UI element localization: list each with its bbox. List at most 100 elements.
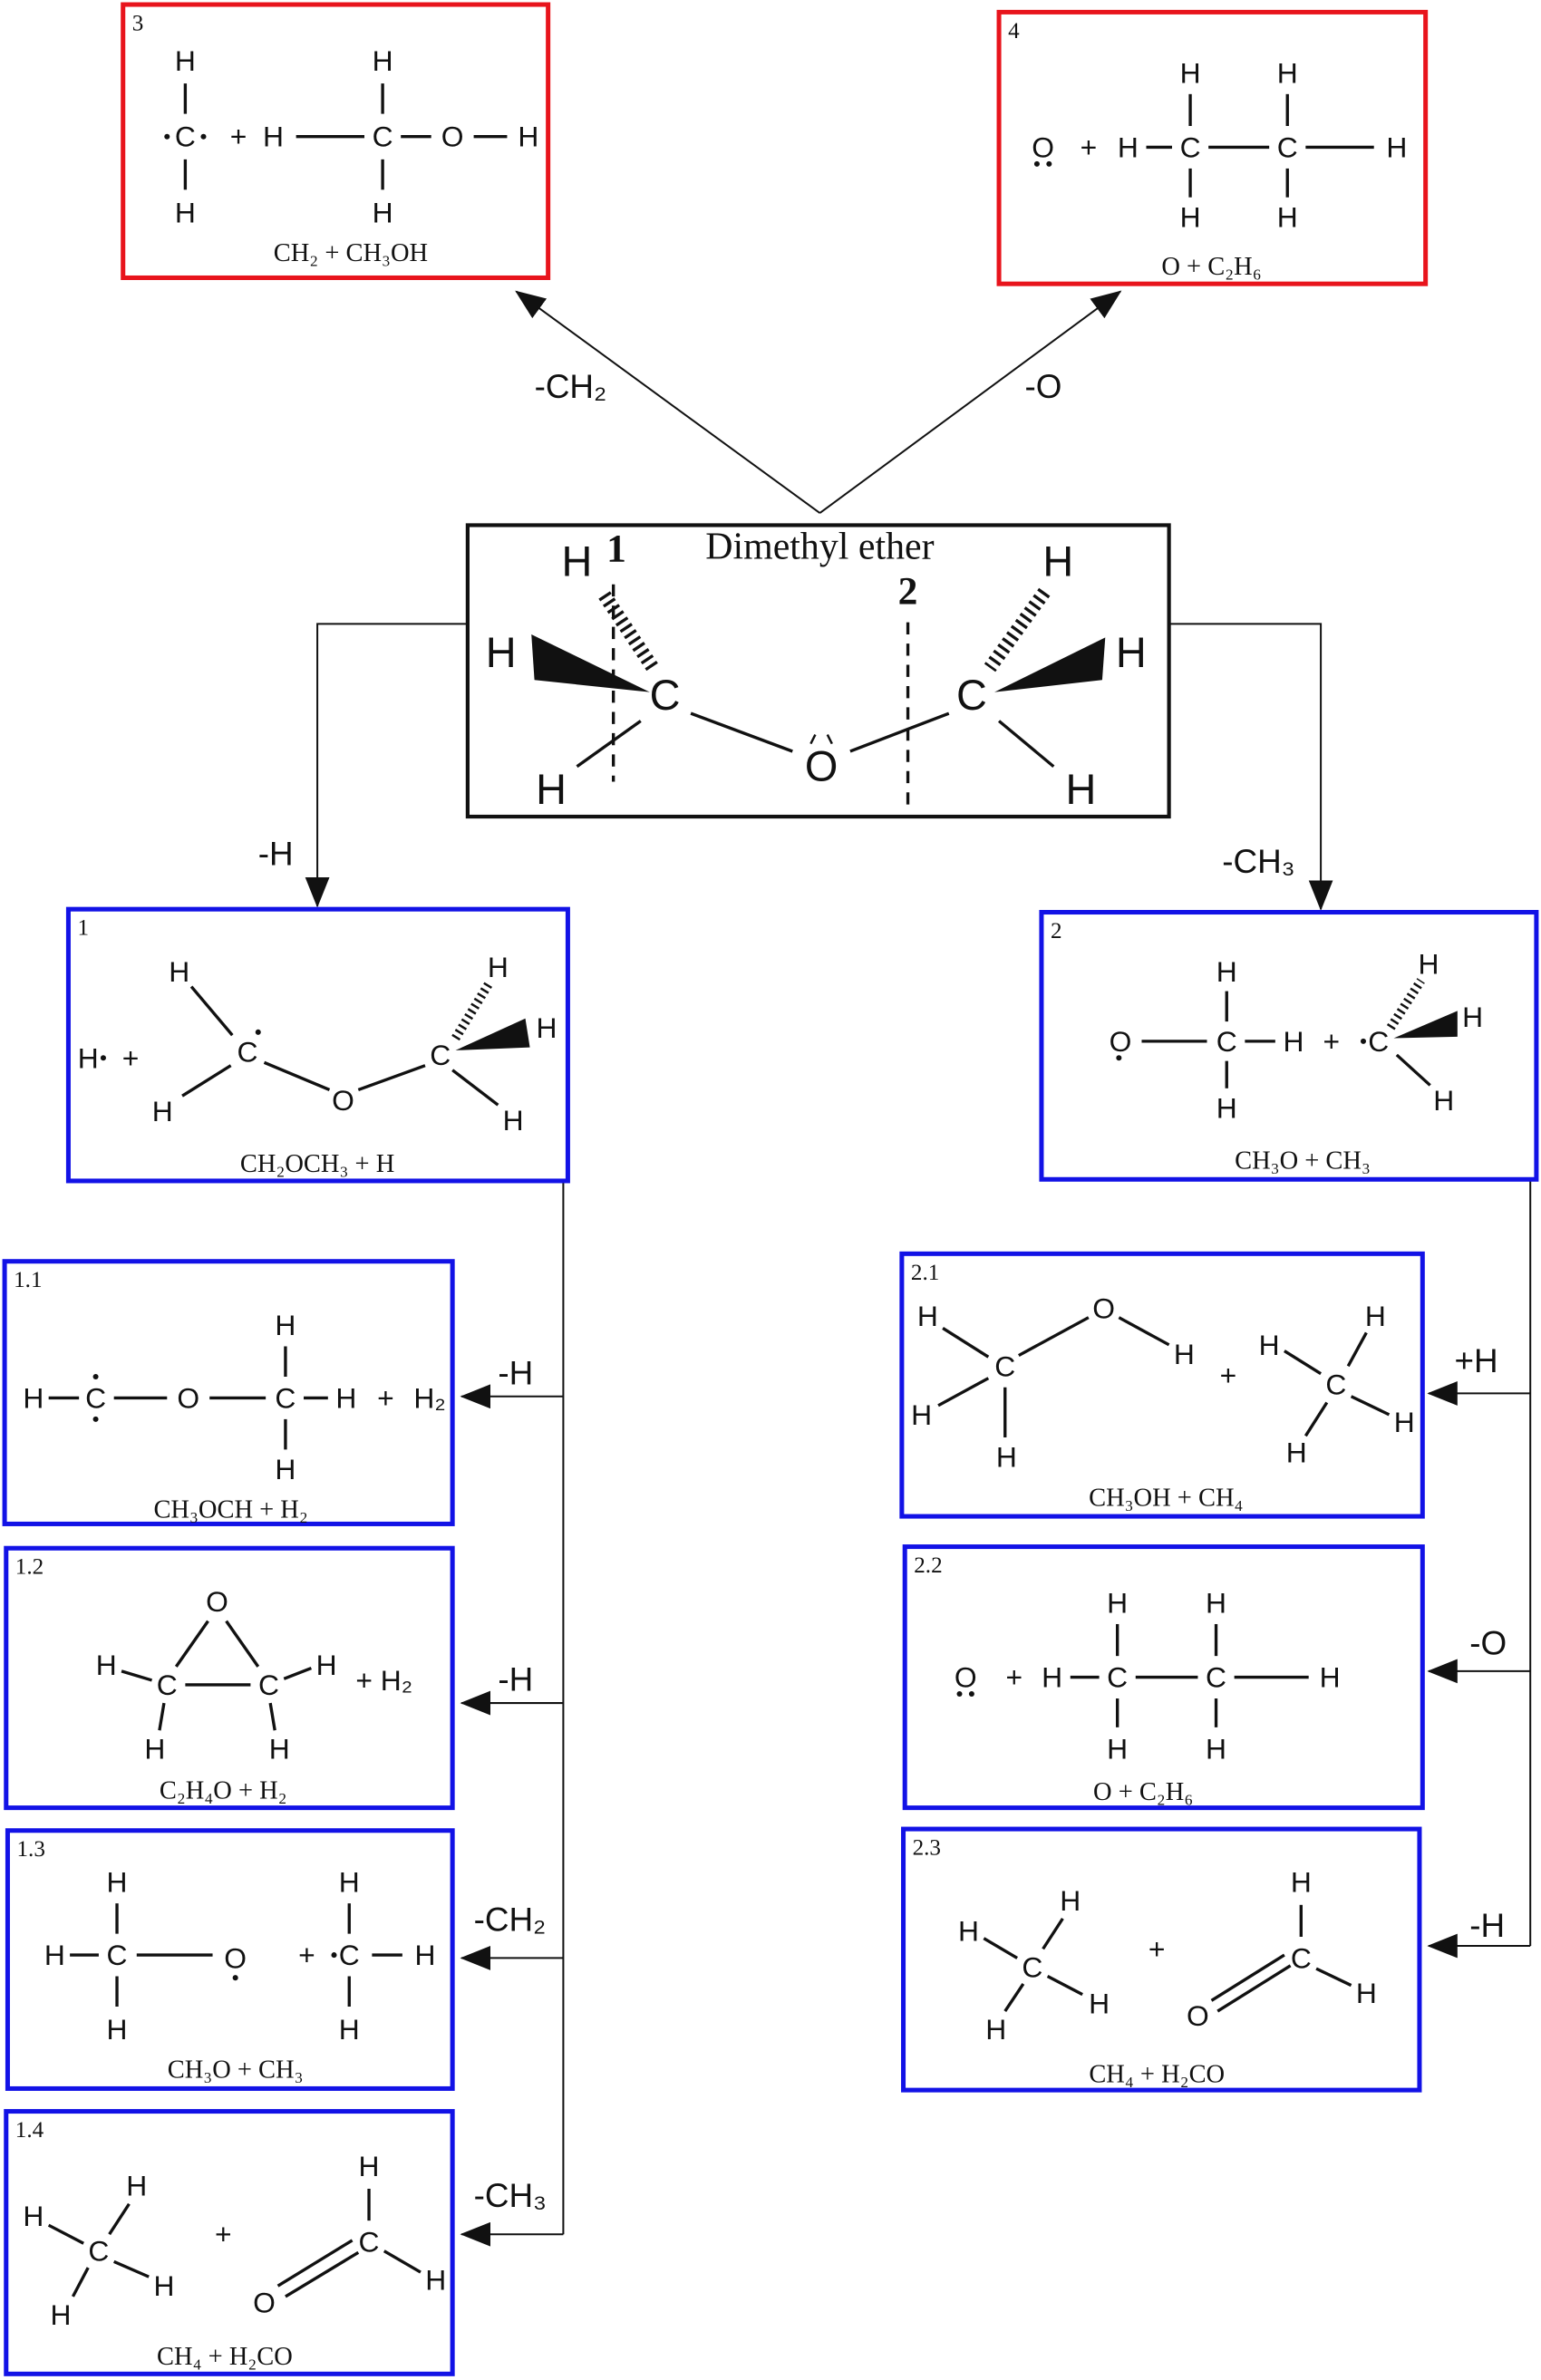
atom-label: H: [1180, 200, 1201, 233]
radical-dot: [200, 133, 207, 140]
bond-line: [1350, 1395, 1391, 1417]
atom-label: H: [1118, 131, 1139, 163]
atom-label: +: [1220, 1359, 1237, 1391]
reaction-label-to-3: -CH₂: [535, 368, 607, 405]
bond-line: [189, 985, 234, 1037]
box-caption: CH₂ + CH₃OH: [274, 239, 428, 267]
radical-dot: [100, 1055, 106, 1061]
lone-pair-mark: [809, 734, 833, 745]
atom-label: H: [1107, 1732, 1128, 1765]
atom-label: H: [415, 1939, 436, 1971]
radical-dot: [968, 1691, 974, 1698]
box-number: 2.3: [913, 1836, 941, 1861]
reaction-label-to-1-4: -CH₃: [474, 2177, 547, 2214]
bond-line: [1018, 1316, 1090, 1358]
atom-label: +: [1081, 131, 1098, 163]
bond-line: [1304, 1401, 1329, 1437]
atom-label: H: [425, 2263, 446, 2296]
atom-label: H: [1206, 1732, 1226, 1765]
atom-label: H: [144, 1732, 165, 1765]
atom-label: +: [298, 1939, 315, 1971]
atom-label: C: [1022, 1950, 1042, 1983]
atom-label: C: [85, 1381, 106, 1414]
atom-label: H: [1206, 1587, 1226, 1620]
radical-dot: [1033, 160, 1040, 167]
atom-label: H: [126, 2170, 147, 2202]
atom-label: O: [441, 121, 464, 153]
atom-label: O: [332, 1084, 354, 1117]
atom-label: C: [1206, 1661, 1226, 1694]
atom-label: H: [1216, 955, 1237, 988]
bond-line: [1315, 1967, 1352, 1988]
box-caption: O + C₂H₆: [1093, 1778, 1193, 1806]
wedge-bond: [994, 637, 1106, 692]
atom-label: C: [88, 2235, 109, 2268]
atom-label: O: [224, 1941, 247, 1974]
reaction-label-to-1: -H: [258, 836, 294, 873]
atom-label: H: [1216, 1092, 1237, 1125]
radical-dot: [255, 1029, 261, 1035]
atom-label: H: [985, 2013, 1006, 2046]
bond-line: [997, 720, 1055, 769]
bond-line: [263, 1060, 331, 1092]
atom-label: +: [1148, 1932, 1166, 1965]
cleavage-site-1: 1: [606, 527, 626, 571]
atom-label: O: [177, 1381, 199, 1414]
atom-label: H: [958, 1914, 979, 1947]
atom-label: H: [1320, 1661, 1341, 1694]
reaction-label-to-2-2: -O: [1469, 1624, 1507, 1661]
atom-label: H: [23, 1381, 44, 1414]
bond-line: [576, 720, 642, 769]
box-frame: [901, 1826, 1422, 2093]
wedge-bond: [455, 1018, 530, 1050]
box-number: 2.1: [911, 1261, 939, 1285]
box-caption: CH₃O + CH₃: [168, 2056, 304, 2085]
bond-line: [174, 1620, 209, 1668]
atom-label: +: [1006, 1661, 1023, 1694]
atom-label: H: [152, 1095, 173, 1127]
bond-line: [1395, 1053, 1431, 1087]
atom-label: H: [486, 629, 517, 676]
atom-label: +: [1323, 1025, 1341, 1058]
bond-line: [121, 1669, 153, 1682]
atom-label: C: [1180, 131, 1201, 163]
atom-label: O: [1110, 1025, 1132, 1058]
atom-label: H: [339, 2013, 360, 2046]
arrow-to-4: [819, 290, 1122, 514]
bond-line: [71, 2267, 90, 2298]
atom-label: C: [157, 1669, 178, 1701]
atom-label: H: [1433, 1084, 1454, 1117]
atom-label: H: [1180, 56, 1201, 89]
atom-label: H: [1107, 1587, 1128, 1620]
radical-dot: [232, 1975, 238, 1981]
atom-label: H: [107, 1866, 128, 1899]
box-number: 4: [1008, 19, 1020, 44]
atom-label: H: [911, 1398, 932, 1431]
atom-label: H: [78, 1041, 99, 1074]
atom-label: C: [1368, 1025, 1389, 1058]
atom-label: H: [1365, 1300, 1386, 1332]
box-frame: [121, 2, 551, 280]
atom-label: + H₂: [355, 1664, 412, 1697]
bond-line: [225, 1620, 260, 1668]
atom-label: C: [1277, 131, 1298, 163]
hashed-bond: [984, 587, 1051, 672]
box-number: 3: [132, 11, 144, 35]
atom-label: C: [373, 121, 393, 153]
atom-label: H: [23, 2200, 44, 2232]
arrow-to-1: [305, 623, 468, 908]
atom-label: H: [1386, 131, 1407, 163]
atom-label: +: [215, 2218, 232, 2250]
bond-line: [47, 2223, 84, 2245]
bond-line: [849, 711, 950, 753]
box-caption: CH₃O + CH₃: [1235, 1147, 1371, 1175]
bond-line: [268, 1702, 276, 1731]
atom-label: H: [1259, 1329, 1280, 1361]
atom-label: H: [169, 955, 189, 988]
radical-dot: [92, 1416, 99, 1422]
atom-label: H: [503, 1104, 524, 1137]
bond-line: [1046, 1975, 1083, 1997]
